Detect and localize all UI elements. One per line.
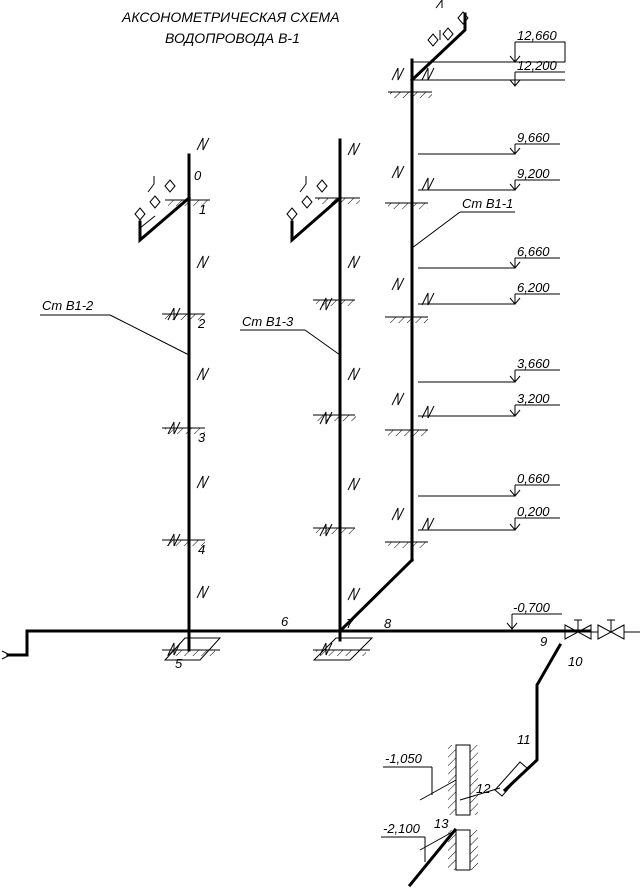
elevation-minus-0700: -0,700 <box>513 600 551 615</box>
point-1: 1 <box>199 202 206 217</box>
leader-st3 <box>304 329 341 356</box>
elevation-12660: 12,660 <box>517 28 558 43</box>
point-5: 5 <box>175 656 183 671</box>
main-pipe <box>1 629 592 660</box>
point-0: 0 <box>194 168 202 183</box>
point-8: 8 <box>384 616 392 631</box>
elevation-12200: 12,200 <box>517 58 558 73</box>
point-13: 13 <box>434 816 449 831</box>
riser-label-st1: Ст В1-1 <box>462 196 513 211</box>
elevation-0200: 0,200 <box>517 504 550 519</box>
point-12: 12 <box>476 781 491 796</box>
elevation-minus-1050: -1,050 <box>385 751 423 766</box>
elevation-0660: 0,660 <box>517 471 550 486</box>
floor-slabs-st3 <box>312 197 374 661</box>
riser-st-b1-3 <box>286 138 374 661</box>
elevation-3660: 3,660 <box>517 356 550 371</box>
elevation-6660: 6,660 <box>517 244 550 259</box>
leader-st1 <box>411 211 461 249</box>
foundation-wall <box>419 744 478 871</box>
point-4: 4 <box>198 542 205 557</box>
elevation-9660: 9,660 <box>517 130 550 145</box>
point-7: 7 <box>346 616 354 631</box>
diagram-title-line1: АКСОНОМЕТРИЧЕСКАЯ СХЕМА <box>121 9 340 25</box>
point-11: 11 <box>517 732 531 747</box>
elevation-9200: 9,200 <box>517 166 550 181</box>
riser-st-b1-2 <box>134 137 222 661</box>
elevation-minus-2100: -2,100 <box>383 821 421 836</box>
point-2: 2 <box>197 316 206 331</box>
floor-slabs-st2 <box>162 199 222 661</box>
point-6: 6 <box>281 614 289 629</box>
elevation-3200: 3,200 <box>517 391 550 406</box>
diagram-title-line2: ВОДОПРОВОДА В-1 <box>165 30 300 46</box>
inlet-valves <box>407 619 640 888</box>
elevation-leaders <box>412 41 566 630</box>
riser-st-b1-1 <box>337 0 469 634</box>
point-3: 3 <box>198 430 206 445</box>
riser-label-st3: Ст В1-3 <box>242 314 294 329</box>
point-9: 9 <box>540 634 547 649</box>
floor-slabs-st1 <box>385 91 432 548</box>
elevation-6200: 6,200 <box>517 280 550 295</box>
riser-label-st2: Ст В1-2 <box>42 298 94 313</box>
leader-st2 <box>109 314 190 356</box>
point-10: 10 <box>568 654 583 669</box>
